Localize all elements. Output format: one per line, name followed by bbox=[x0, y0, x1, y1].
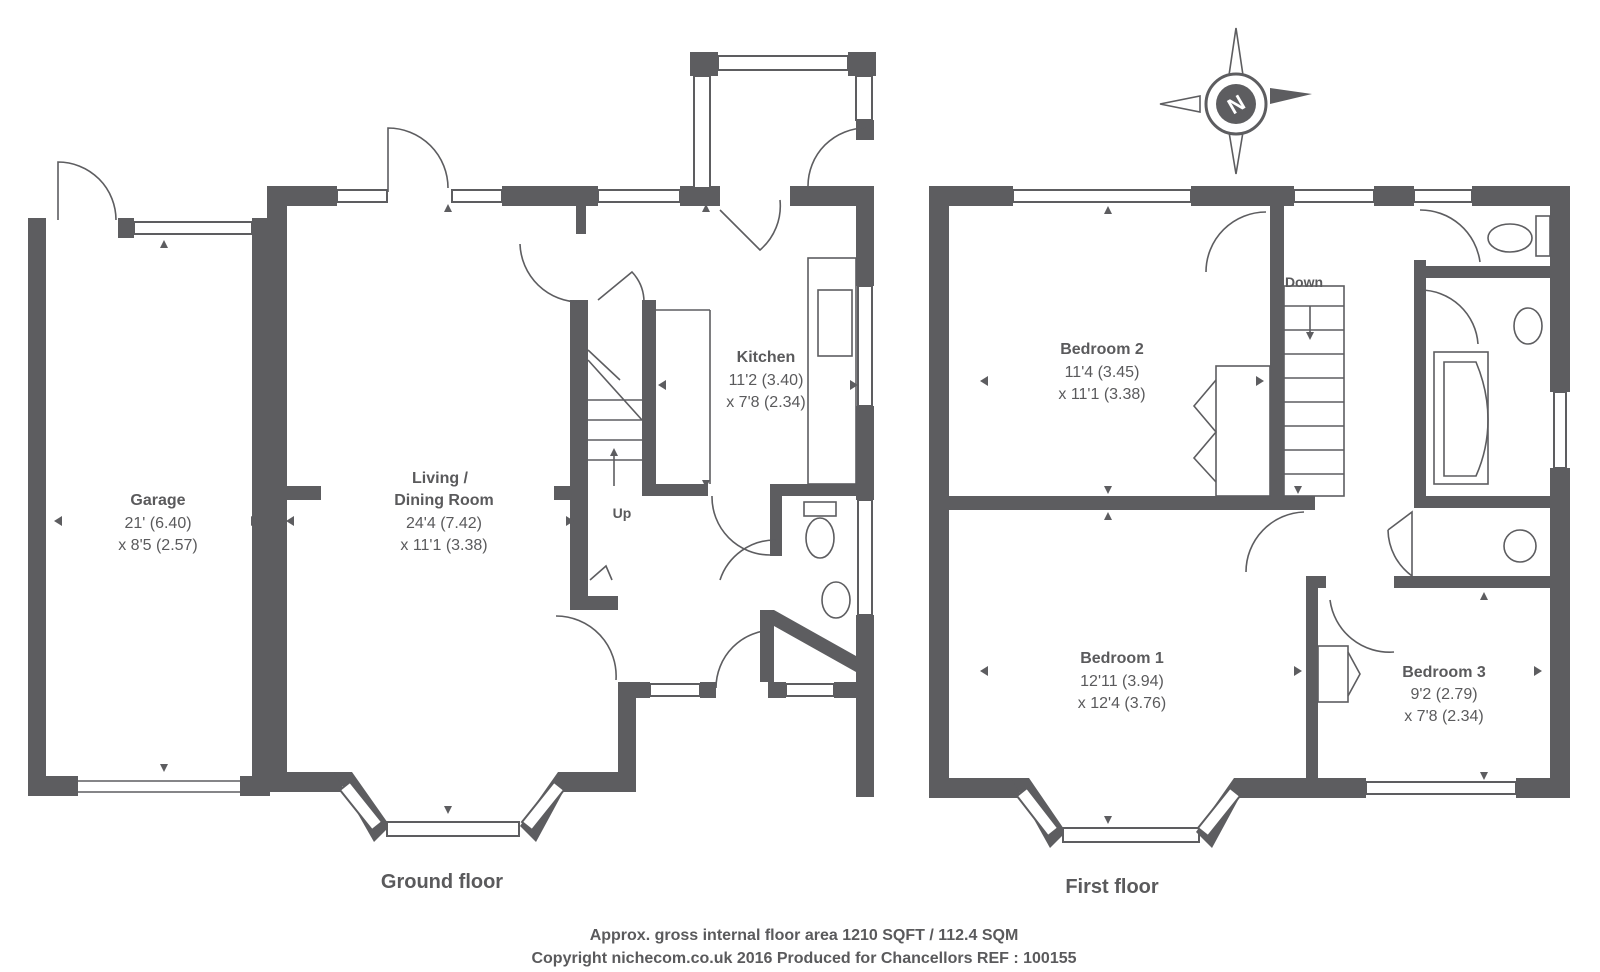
garage-walls bbox=[28, 161, 270, 796]
bedroom3-name: Bedroom 3 bbox=[1402, 664, 1486, 681]
ground-floor-title: Ground floor bbox=[381, 871, 503, 893]
footer-copyright-text: Copyright nichecom.co.uk 2016 Produced f… bbox=[531, 950, 1076, 967]
first-floor-arrows bbox=[980, 206, 1542, 824]
ground-floor-arrows bbox=[286, 204, 858, 814]
bedroom3-dim1: 9'2 (2.79) bbox=[1410, 686, 1477, 703]
kitchen-label: Kitchen 11'2 (3.40) x 7'8 (2.34) bbox=[726, 349, 806, 411]
compass-icon: N bbox=[1159, 27, 1312, 175]
bedroom2-label: Bedroom 2 11'4 (3.45) x 11'1 (3.38) bbox=[1058, 341, 1145, 403]
bedroom1-name: Bedroom 1 bbox=[1080, 650, 1164, 667]
living-label: Living / Dining Room 24'4 (7.42) x 11'1 … bbox=[394, 470, 494, 554]
first-floor-title: First floor bbox=[1065, 876, 1159, 898]
living-name2: Dining Room bbox=[394, 492, 494, 509]
bedroom3-label: Bedroom 3 9'2 (2.79) x 7'8 (2.34) bbox=[1402, 664, 1486, 725]
bedroom3-dim2: x 7'8 (2.34) bbox=[1404, 708, 1484, 725]
garage-label: Garage 21' (6.40) x 8'5 (2.57) bbox=[118, 492, 198, 554]
living-name1: Living / bbox=[412, 470, 469, 487]
kitchen-dim2: x 7'8 (2.34) bbox=[726, 394, 806, 411]
kitchen-dim1: 11'2 (3.40) bbox=[729, 372, 804, 389]
bedroom2-name: Bedroom 2 bbox=[1060, 341, 1144, 358]
kitchen-name: Kitchen bbox=[737, 349, 796, 366]
bedroom1-label: Bedroom 1 12'11 (3.94) x 12'4 (3.76) bbox=[1078, 650, 1166, 712]
bedroom2-dim2: x 11'1 (3.38) bbox=[1058, 386, 1145, 403]
stairs-up-label: Up bbox=[613, 505, 632, 521]
bedroom1-dim1: 12'11 (3.94) bbox=[1080, 673, 1164, 690]
living-dim1: 24'4 (7.42) bbox=[406, 515, 482, 532]
garage-arrows bbox=[54, 240, 259, 772]
ground-floor-walls bbox=[267, 52, 876, 842]
stairs-down-label: Down bbox=[1285, 274, 1323, 290]
living-dim2: x 11'1 (3.38) bbox=[400, 537, 487, 554]
garage-dim1: 21' (6.40) bbox=[124, 515, 191, 532]
bedroom2-dim1: 11'4 (3.45) bbox=[1065, 364, 1140, 381]
footer-area-text: Approx. gross internal floor area 1210 S… bbox=[590, 927, 1019, 944]
garage-name: Garage bbox=[130, 492, 185, 509]
bedroom1-dim2: x 12'4 (3.76) bbox=[1078, 695, 1166, 712]
first-floor-walls bbox=[929, 186, 1570, 848]
garage-dim2: x 8'5 (2.57) bbox=[118, 537, 198, 554]
